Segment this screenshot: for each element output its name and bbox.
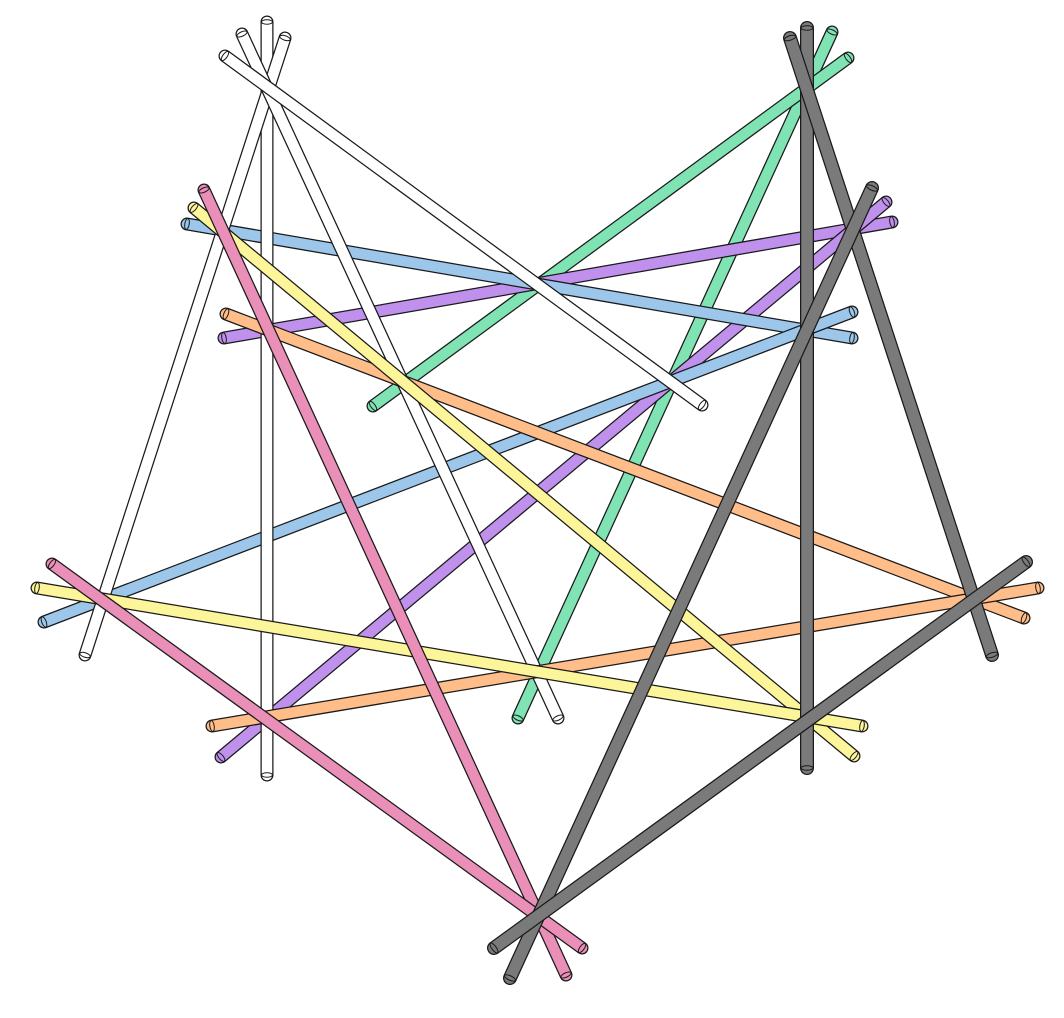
rod-gray-17: [783, 31, 999, 662]
rod-fill: [181, 218, 858, 344]
rod-orange-11: [205, 581, 1045, 733]
rod-end-cap: [783, 34, 797, 42]
rod-end-cap: [1035, 582, 1041, 594]
rod-end-cap: [261, 772, 273, 778]
rod-fill: [215, 196, 892, 763]
rod-orange-10: [219, 307, 1031, 625]
rod-end-cap: [368, 400, 378, 412]
rod-blue-4: [180, 217, 859, 345]
rod-end-cap: [843, 52, 853, 64]
rod-pink-14: [197, 183, 573, 982]
rod-end-cap: [220, 50, 230, 62]
rod-fill: [220, 308, 1030, 624]
rod-purple-3: [214, 195, 893, 764]
rod-end-cap: [34, 582, 40, 594]
rod-yellow-12: [187, 201, 861, 763]
rod-end-cap: [560, 971, 572, 979]
rod-end-cap: [40, 616, 48, 628]
rod-end-cap: [697, 399, 707, 411]
rod-end-cap: [503, 974, 517, 982]
rod-gray-19: [487, 555, 1033, 955]
rod-pink-15: [45, 557, 589, 955]
rod-end-cap: [261, 19, 273, 25]
rod-fill: [367, 52, 854, 412]
rod-yellow-13: [30, 581, 869, 733]
rod-end-cap: [848, 306, 856, 318]
rod-end-cap: [1021, 556, 1031, 568]
rod-white-6: [260, 15, 274, 782]
rod-end-cap: [881, 197, 891, 207]
rod-fill: [79, 32, 291, 661]
rod-fill: [31, 582, 868, 732]
rod-end-cap: [985, 651, 999, 659]
rod-end-cap: [184, 218, 190, 230]
rod-end-cap: [222, 308, 230, 320]
rod-end-cap: [198, 186, 210, 194]
rod-fill: [488, 556, 1032, 954]
rod-fill: [219, 50, 708, 411]
rod-end-cap: [189, 203, 199, 213]
rod-fill: [504, 182, 878, 984]
rod-end-cap: [216, 752, 226, 762]
rod-end-cap: [47, 558, 57, 570]
rod-end-cap: [800, 765, 814, 771]
rod-gray-16: [800, 21, 814, 775]
rod-fill: [198, 184, 572, 981]
rod-end-cap: [889, 216, 895, 228]
rod-fill: [784, 32, 998, 661]
rod-end-cap: [826, 28, 838, 36]
rod-end-cap: [552, 714, 564, 722]
rod-end-cap: [79, 651, 91, 659]
rod-end-cap: [1020, 612, 1028, 624]
rod-white-7: [78, 31, 292, 662]
rod-end-cap: [849, 751, 859, 761]
rod-end-cap: [865, 184, 879, 192]
rod-end-cap: [221, 332, 227, 344]
rod-end-cap: [800, 25, 814, 31]
rod-end-cap: [236, 30, 248, 38]
rod-white-9: [218, 49, 709, 412]
rod-fill: [188, 202, 860, 762]
rod-gray-18: [503, 181, 879, 985]
rod-green-1: [366, 51, 855, 413]
rod-fill: [206, 582, 1044, 732]
rod-end-cap: [849, 332, 855, 344]
rod-fill: [46, 558, 588, 954]
rod-end-cap: [512, 714, 524, 722]
rod-end-cap: [489, 942, 499, 954]
rod-end-cap: [577, 942, 587, 954]
rod-end-cap: [859, 720, 865, 732]
rod-end-cap: [279, 34, 291, 42]
rods-layer: [30, 15, 1045, 985]
rod-end-cap: [209, 720, 215, 732]
